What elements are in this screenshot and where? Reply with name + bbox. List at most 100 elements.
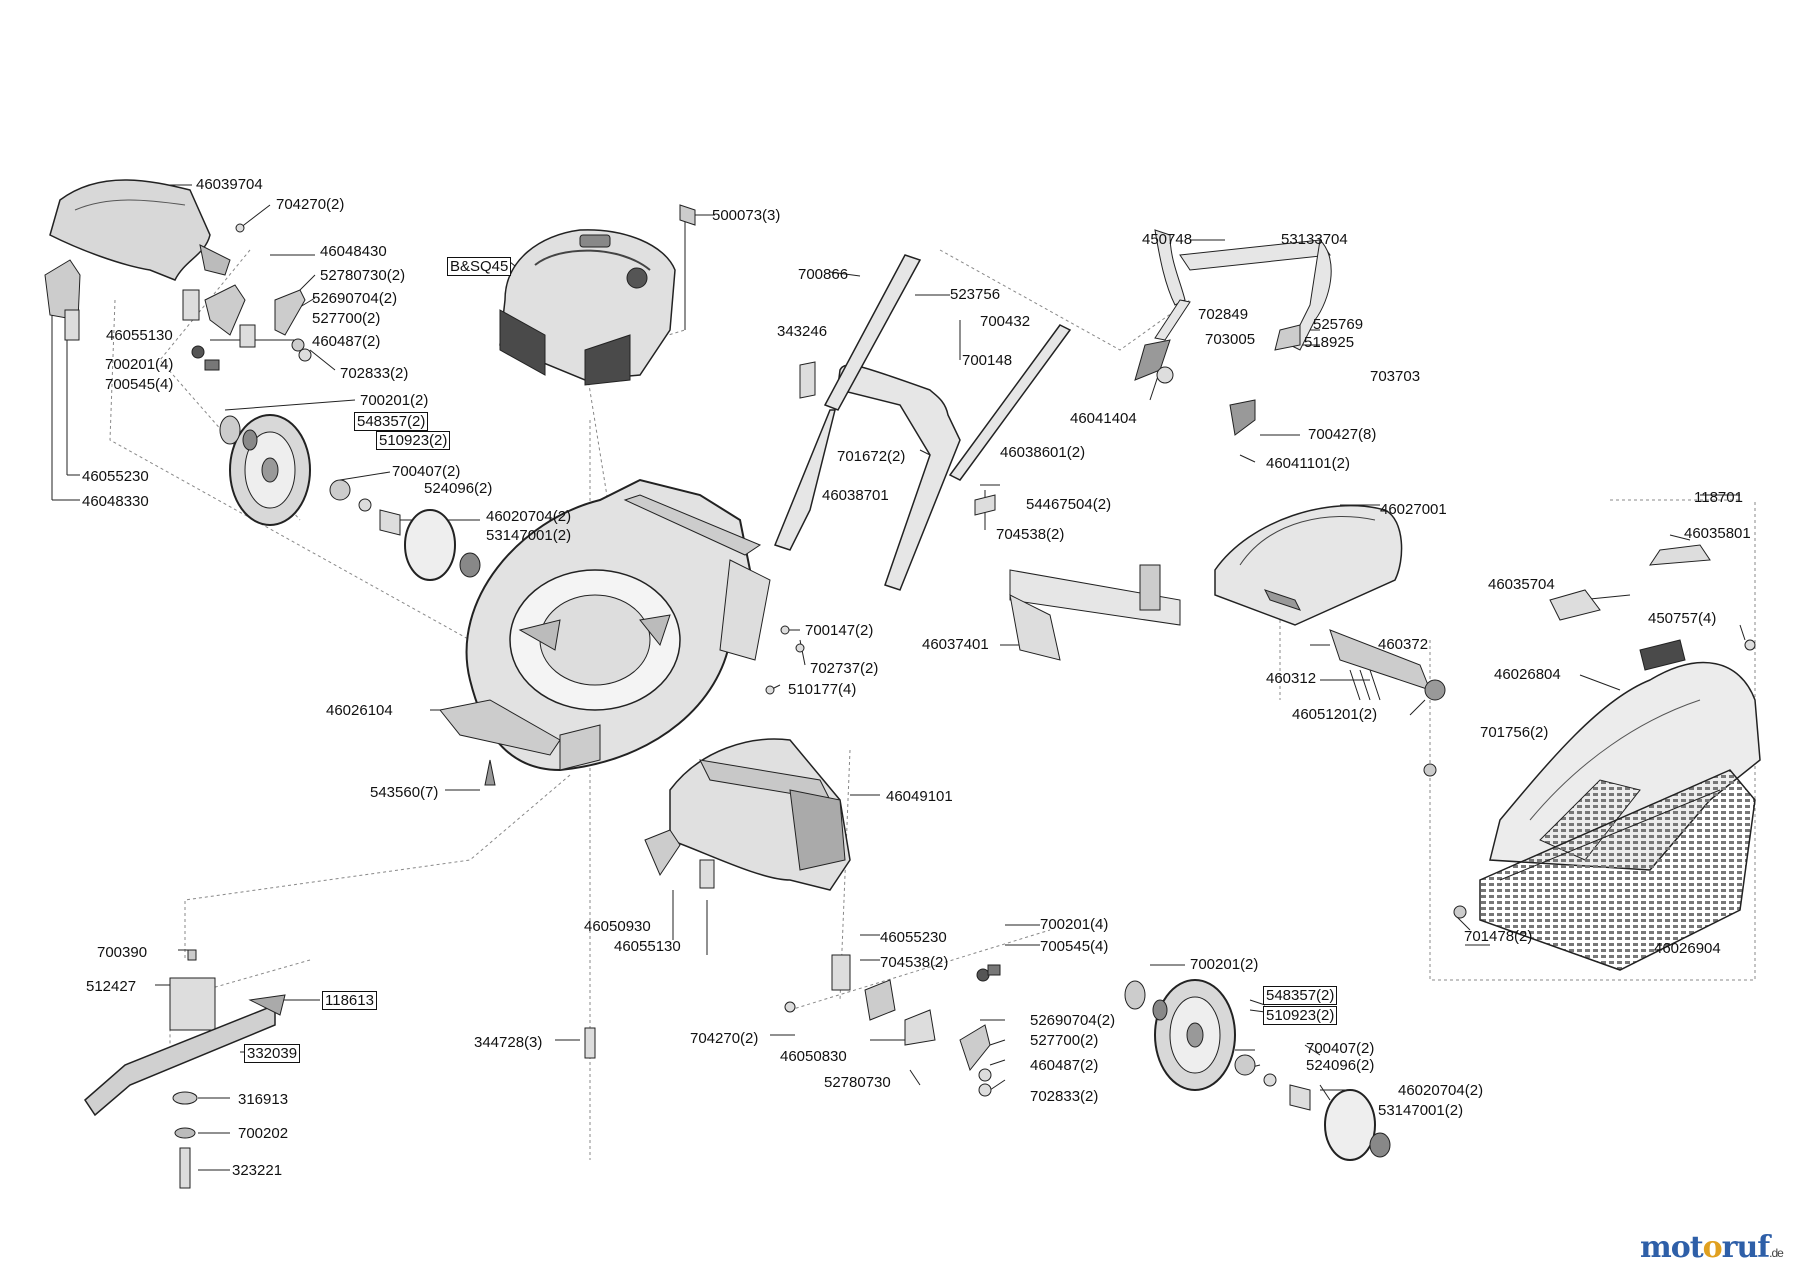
label-543560: 543560(7) [370,784,439,801]
label-702737: 702737(2) [810,660,879,677]
label-704270: 704270(2) [276,196,345,213]
label-52690704: 52690704(2) [312,290,398,307]
leader-lines [51,184,1746,1171]
label-704270-b: 704270(2) [690,1030,759,1047]
label-702833-b: 702833(2) [1030,1088,1099,1105]
motoruf-logo: motoruf.de [1640,1230,1784,1265]
label-460312: 460312 [1266,670,1317,687]
label-460487-b: 460487(2) [1030,1057,1099,1074]
label-46035704: 46035704 [1488,576,1555,593]
label-46035801: 46035801 [1684,525,1751,542]
label-548357: 548357(2) [354,412,429,431]
grass-catcher-part [1423,544,1761,971]
label-46055230: 46055230 [82,468,149,485]
label-700432: 700432 [980,313,1031,330]
label-46050830: 46050830 [780,1048,847,1065]
label-700545-4-b: 700545(4) [1040,938,1109,955]
label-510923: 510923(2) [376,431,451,450]
label-500073: 500073(3) [712,207,781,224]
right-bracket-parts [831,954,1001,1097]
label-700147: 700147(2) [805,622,874,639]
label-523756: 523756 [950,286,1001,303]
label-118613: 118613 [322,991,377,1010]
label-527700-b: 527700(2) [1030,1032,1099,1049]
label-53147001: 53147001(2) [486,527,572,544]
label-518925: 518925 [1304,334,1355,351]
handle-parts [774,229,1332,591]
label-700545-4: 700545(4) [105,376,174,393]
label-700390: 700390 [97,944,148,961]
label-703005: 703005 [1205,331,1256,348]
label-548357-b: 548357(2) [1263,986,1338,1005]
label-46041101: 46041101(2) [1266,455,1350,472]
cutting-height-handle-parts [1009,564,1446,701]
label-701756: 701756(2) [1480,724,1549,741]
label-703703: 703703 [1370,368,1421,385]
label-46038701: 46038701 [822,487,889,504]
label-332039: 332039 [244,1044,301,1063]
label-525769: 525769 [1313,316,1364,333]
label-700201-2-b: 700201(2) [1190,956,1259,973]
label-700866: 700866 [798,266,849,283]
rear-housing-part [644,738,851,891]
label-46037401: 46037401 [922,636,989,653]
label-46038601: 46038601(2) [1000,444,1086,461]
label-344728: 344728(3) [474,1034,543,1051]
front-right-wheel [1124,979,1391,1161]
label-700201-2: 700201(2) [360,392,429,409]
label-316913: 316913 [238,1091,289,1108]
label-54467504: 54467504(2) [1026,496,1112,513]
label-700427: 700427(8) [1308,426,1377,443]
label-46050930: 46050930 [584,918,651,935]
label-46055130: 46055130 [106,327,173,344]
blade-assembly [84,949,596,1189]
deck-part [439,478,771,786]
label-52780730-b: 52780730 [824,1074,891,1091]
label-46051201: 46051201(2) [1292,706,1378,723]
label-46055230-b: 46055230 [880,929,947,946]
rear-flap-part [1214,504,1403,626]
label-524096: 524096(2) [424,480,493,497]
label-46041404: 46041404 [1070,410,1137,427]
label-701478: 701478(2) [1464,928,1533,945]
label-700201-4: 700201(4) [105,356,174,373]
label-46039704: 46039704 [196,176,263,193]
label-700407-b: 700407(2) [1306,1040,1375,1057]
small-screws [235,223,805,1013]
label-46027001: 46027001 [1380,501,1447,518]
left-bracket-parts [44,259,312,371]
label-118701: 118701 [1694,489,1743,506]
label-46020704-b: 46020704(2) [1398,1082,1484,1099]
label-46049101: 46049101 [886,788,953,805]
label-53147001-b: 53147001(2) [1378,1102,1464,1119]
grass-deflector-part [49,179,231,281]
label-510923-b: 510923(2) [1263,1006,1338,1025]
label-53133704: 53133704 [1281,231,1348,248]
label-bsq45: B&SQ45 [447,257,512,276]
label-702849: 702849 [1198,306,1249,323]
label-450757: 450757(4) [1648,610,1717,627]
label-700407: 700407(2) [392,463,461,480]
label-46026804: 46026804 [1494,666,1561,683]
label-704538-b: 704538(2) [880,954,949,971]
label-46048330: 46048330 [82,493,149,510]
label-46055130-b: 46055130 [614,938,681,955]
label-46026104: 46026104 [326,702,393,719]
label-700202: 700202 [238,1125,289,1142]
label-702833: 702833(2) [340,365,409,382]
label-512427: 512427 [86,978,137,995]
label-700201-4-b: 700201(4) [1040,916,1109,933]
label-460487: 460487(2) [312,333,381,350]
label-510177: 510177(4) [788,681,857,698]
label-450748: 450748 [1142,231,1193,248]
label-46020704: 46020704(2) [486,508,572,525]
label-527700: 527700(2) [312,310,381,327]
label-52690704-b: 52690704(2) [1030,1012,1116,1029]
label-323221: 323221 [232,1162,283,1179]
label-343246: 343246 [777,323,828,340]
label-524096-b: 524096(2) [1306,1057,1375,1074]
engine-part [499,204,696,386]
label-704538-a: 704538(2) [996,526,1065,543]
